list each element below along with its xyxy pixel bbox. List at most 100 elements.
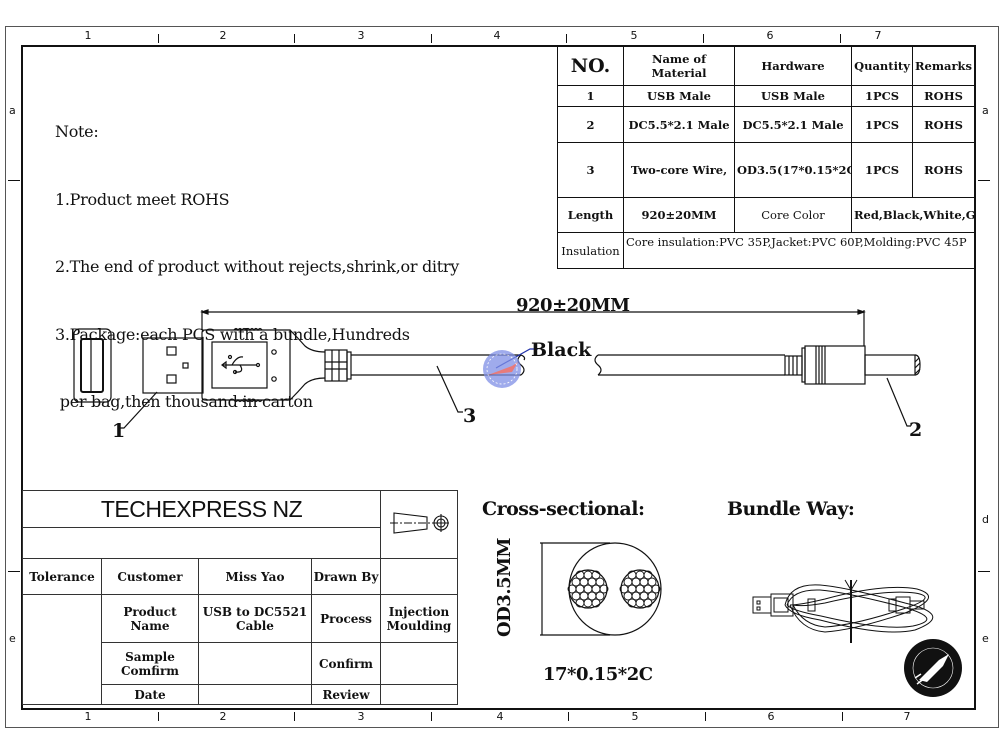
- drawn-by-label: Drawn By: [311, 558, 381, 595]
- zone-right-a: a: [982, 104, 989, 117]
- notes-heading: Note:: [55, 122, 99, 141]
- review-value: [380, 684, 458, 705]
- zone-right-e: e: [982, 632, 989, 645]
- zone-tick: [431, 34, 432, 43]
- sample-confirm-label: Sample Comfirm: [101, 642, 199, 685]
- bom-header-no: NO.: [557, 46, 624, 86]
- zone-top-4: 4: [493, 29, 501, 42]
- confirm-label: Confirm: [311, 642, 381, 685]
- zone-right-d: d: [982, 513, 989, 526]
- zone-top-7: 7: [874, 29, 882, 42]
- bundled-cable-drawing: [752, 579, 934, 643]
- zone-tick: [840, 34, 841, 43]
- note-line-2: 2.The end of product without rejects,shr…: [55, 257, 459, 276]
- wire-color-callout: Black: [531, 339, 592, 361]
- zone-bottom-4: 4: [496, 710, 504, 723]
- zone-tick: [566, 34, 567, 43]
- zone-top-3: 3: [357, 29, 365, 42]
- confirm-value: [380, 642, 458, 685]
- bom-cell-material: DC5.5*2.1 Male: [623, 106, 735, 143]
- drawn-by-value: [380, 558, 458, 595]
- outer-diameter-text: OD3.5MM: [494, 538, 515, 637]
- sample-confirm-value: [198, 642, 312, 685]
- zone-tick: [8, 180, 20, 181]
- zone-bottom-1: 1: [84, 710, 92, 723]
- bom-cell-remarks: ROHS: [912, 106, 975, 143]
- bom-insulation-value: Core insulation:PVC 35P,Jacket:PVC 60P,M…: [623, 232, 975, 269]
- leader-line-1: [120, 391, 158, 429]
- bom-cell-quantity: 1PCS: [851, 85, 913, 107]
- bill-of-materials-table: NO. Name of Material Hardware Quantity R…: [557, 46, 975, 269]
- usb-plug-icon: [142, 337, 204, 394]
- zone-bottom-2: 2: [219, 710, 227, 723]
- bom-cell-hardware: DC5.5*2.1 Male: [734, 106, 852, 143]
- zone-bottom-3: 3: [357, 710, 365, 723]
- zone-top-1: 1: [84, 29, 92, 42]
- bom-cell-material: Two-core Wire,: [623, 142, 735, 198]
- techexpress-watermark-icon: [483, 350, 521, 388]
- cable-cross-section-icon: [540, 542, 662, 636]
- zone-bottom-6: 6: [767, 710, 775, 723]
- zone-tick: [978, 180, 990, 181]
- bom-cell-no: 3: [557, 142, 624, 198]
- length-dimension-label: 920±20MM: [516, 295, 630, 316]
- zone-tick: [978, 571, 990, 572]
- zone-top-6: 6: [766, 29, 774, 42]
- bom-cell-hardware: USB Male: [734, 85, 852, 107]
- rocket-icon: [919, 654, 949, 682]
- third-angle-projection-icon: [390, 512, 450, 534]
- zone-bottom-7: 7: [903, 710, 911, 723]
- process-value: Injection Moulding: [380, 594, 458, 643]
- zone-tick: [8, 571, 20, 572]
- zone-left-a: a: [9, 104, 16, 117]
- callout-2: 2: [909, 419, 923, 441]
- zone-tick: [705, 712, 706, 721]
- bom-insulation-label: Insulation: [557, 232, 624, 269]
- bom-length-label: Length: [557, 197, 624, 233]
- date-label: Date: [101, 684, 199, 705]
- title-blank-row: [22, 527, 381, 559]
- note-line-1: 1.Product meet ROHS: [55, 189, 230, 209]
- bom-row: 3 Two-core Wire, OD3.5(17*0.15*2C),Black…: [557, 142, 975, 198]
- outer-frame: [5, 26, 999, 728]
- leader-line-2: [886, 377, 911, 427]
- bom-cell-no: 2: [557, 106, 624, 143]
- conductor-spec: 17*0.15*2C: [543, 664, 653, 685]
- tolerance-label: Tolerance: [22, 558, 102, 595]
- zone-tick: [703, 34, 704, 43]
- zone-top-2: 2: [219, 29, 227, 42]
- strain-relief-icon: [324, 349, 352, 382]
- usb-port-end-view-icon: [73, 328, 112, 403]
- dc-plug-icon: [784, 345, 921, 385]
- drawing-border: [21, 45, 976, 710]
- zone-bottom-5: 5: [631, 710, 639, 723]
- usb-overmold-icon: [201, 327, 326, 403]
- bom-row: 1 USB Male USB Male 1PCS ROHS: [557, 85, 975, 107]
- zone-left-e: e: [9, 632, 16, 645]
- bom-header-hardware: Hardware: [734, 46, 852, 86]
- review-label: Review: [311, 684, 381, 705]
- cross-section-drawing: [540, 542, 662, 636]
- bom-header-material: Name of Material: [623, 46, 735, 86]
- zone-tick: [158, 712, 159, 721]
- projection-symbol-cell: [380, 490, 458, 559]
- callout-1: 1: [112, 420, 126, 442]
- zone-top-5: 5: [630, 29, 638, 42]
- zone-tick: [294, 712, 295, 721]
- bom-length-value: 920±20MM: [623, 197, 735, 233]
- zone-tick: [294, 34, 295, 43]
- bundled-cable-icon: [752, 579, 934, 643]
- date-value: [198, 684, 312, 705]
- callout-3: 3: [463, 405, 477, 427]
- length-dimension-line: [200, 309, 866, 346]
- zone-tick: [568, 712, 569, 721]
- cross-section-title: Cross-sectional:: [482, 498, 645, 520]
- zone-tick: [431, 712, 432, 721]
- leader-line-3: [436, 365, 463, 413]
- customer-value: Miss Yao: [198, 558, 312, 595]
- product-name-value: USB to DC5521 Cable: [198, 594, 312, 643]
- customer-label: Customer: [101, 558, 199, 595]
- bom-cell-remarks: ROHS: [912, 142, 975, 198]
- zone-tick: [842, 712, 843, 721]
